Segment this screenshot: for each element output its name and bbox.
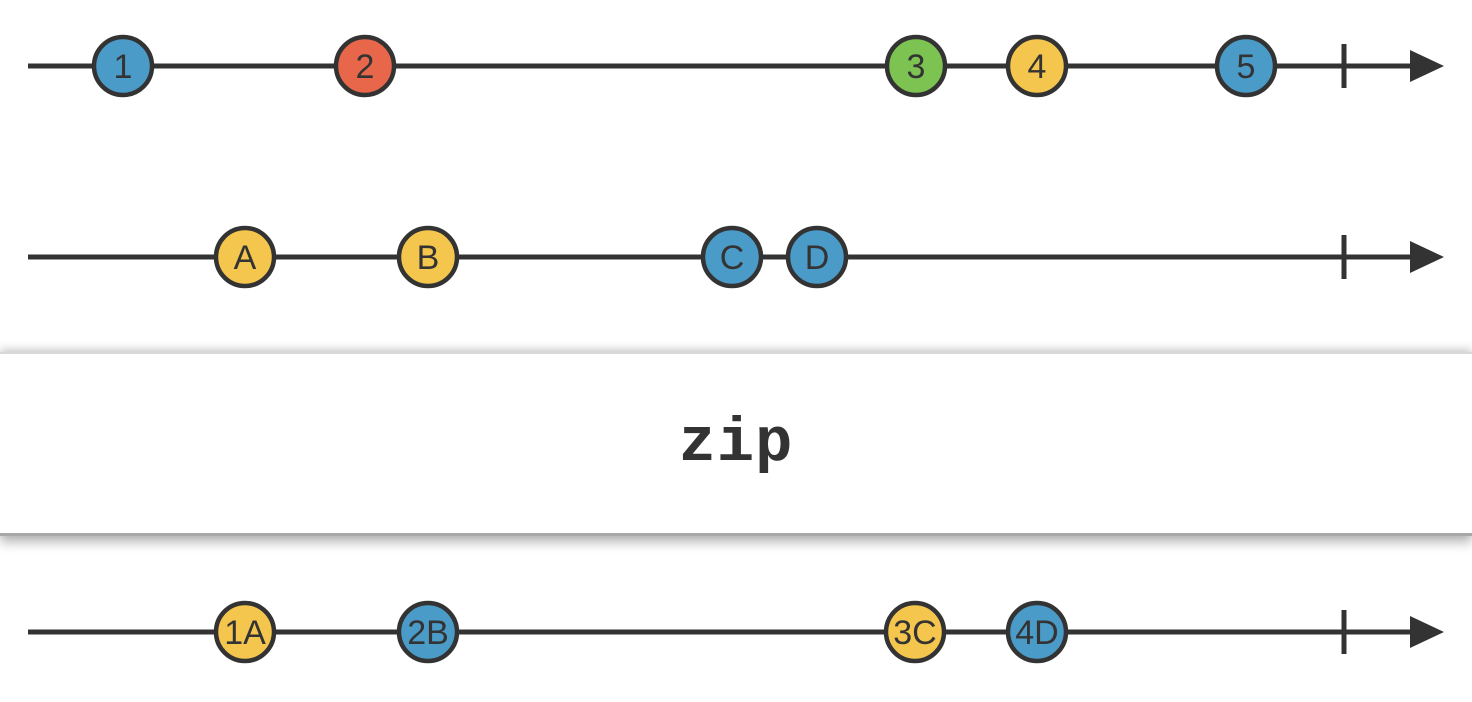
- marble-4D-circle: [1005, 600, 1069, 664]
- marble-A: A: [213, 225, 277, 289]
- operator-label: zip: [678, 408, 794, 479]
- marble-2: 2: [333, 34, 397, 98]
- marble-3C-circle: [883, 600, 947, 664]
- marble-2-label: 2: [356, 48, 375, 86]
- marble-4-circle: [1005, 34, 1069, 98]
- marble-3: 3: [884, 34, 948, 98]
- marble-D-circle: [785, 225, 849, 289]
- marble-1A: 1A: [213, 600, 277, 664]
- source-timeline-1-arrowhead-icon: [1410, 50, 1444, 82]
- marble-4: 4: [1005, 34, 1069, 98]
- source-timeline-2-arrowhead-icon: [1410, 241, 1444, 273]
- marble-D: D: [785, 225, 849, 289]
- marble-A-label: A: [234, 239, 257, 277]
- marble-3C: 3C: [883, 600, 947, 664]
- marble-2-circle: [333, 34, 397, 98]
- marble-2B: 2B: [396, 600, 460, 664]
- marble-5-label: 5: [1237, 48, 1256, 86]
- marble-4-label: 4: [1028, 48, 1047, 86]
- marble-C: C: [700, 225, 764, 289]
- marble-B: B: [396, 225, 460, 289]
- output-timeline: 1A 2B 3C 4D: [28, 600, 1444, 664]
- marble-1A-circle: [213, 600, 277, 664]
- source-timeline-2: A B C D: [28, 225, 1444, 289]
- marble-C-circle: [700, 225, 764, 289]
- source-timeline-1: 1 2 3 4 5: [28, 34, 1444, 98]
- marble-5-circle: [1214, 34, 1278, 98]
- marble-3-label: 3: [907, 48, 926, 86]
- marble-C-label: C: [720, 239, 745, 277]
- marble-A-circle: [213, 225, 277, 289]
- marble-4D: 4D: [1005, 600, 1069, 664]
- marble-1-label: 1: [114, 48, 133, 86]
- marble-1: 1: [91, 34, 155, 98]
- marble-5: 5: [1214, 34, 1278, 98]
- marble-3-circle: [884, 34, 948, 98]
- marble-4D-label: 4D: [1015, 614, 1058, 652]
- marble-B-circle: [396, 225, 460, 289]
- marble-2B-label: 2B: [407, 614, 449, 652]
- marble-3C-label: 3C: [893, 614, 936, 652]
- marble-1A-label: 1A: [224, 614, 266, 652]
- marble-D-label: D: [805, 239, 830, 277]
- marble-B-label: B: [417, 239, 440, 277]
- output-timeline-arrowhead-icon: [1410, 616, 1444, 648]
- operator-box: zip: [0, 352, 1472, 536]
- marble-2B-circle: [396, 600, 460, 664]
- marble-1-circle: [91, 34, 155, 98]
